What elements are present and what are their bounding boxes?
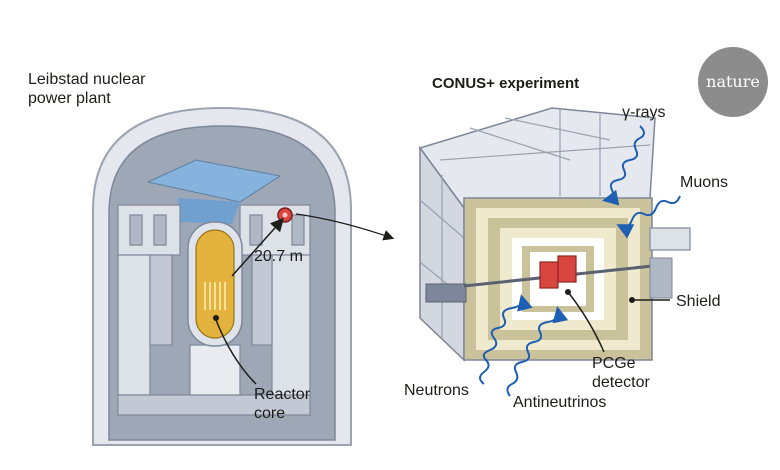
gamma-ray-wave (602, 125, 645, 206)
gamma-rays-label: γ-rays (622, 104, 666, 121)
conus-experiment (418, 107, 691, 362)
connector-arrow (295, 213, 395, 241)
shield-label: Shield (676, 293, 721, 310)
pcge-detector-2 (557, 255, 577, 283)
nature-logo: nature (698, 47, 768, 117)
pcge-detector-label: PCGe detector (592, 355, 650, 391)
particle-waves (479, 125, 681, 397)
fuel-rods (204, 282, 226, 310)
housing-top (418, 107, 656, 209)
distance-label: 20.7 m (254, 248, 303, 265)
power-plant (92, 106, 395, 446)
neutrons-label: Neutrons (404, 382, 469, 399)
plant-name-label: Leibstad nuclear power plant (28, 71, 146, 107)
reactor-building-structure (117, 204, 311, 416)
detector-leader-line (567, 291, 605, 353)
beam-pipe-left (425, 283, 467, 303)
reactor-pool (146, 159, 282, 203)
antineutrino-wave (506, 306, 569, 397)
experiment-title: CONUS+ experiment (432, 75, 580, 92)
neutron-wave (479, 294, 533, 385)
beam-pipe-right (649, 227, 691, 251)
antineutrinos-label: Antineutrinos (513, 394, 607, 411)
distance-line (231, 217, 284, 277)
reactor-core-label: Reactor core (254, 386, 311, 422)
core-leader-line (215, 319, 257, 385)
muon-wave (616, 195, 681, 239)
pcge-detector-1 (539, 261, 559, 289)
muons-label: Muons (680, 174, 729, 191)
